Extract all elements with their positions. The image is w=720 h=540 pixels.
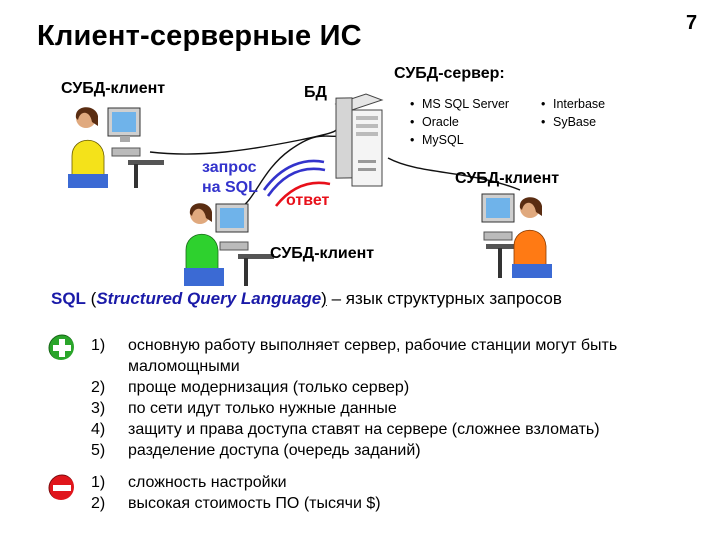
workstation-right bbox=[481, 193, 552, 278]
server-icon bbox=[334, 93, 384, 187]
list-item: 2)проще модернизация (только сервер) bbox=[91, 379, 410, 396]
workstation-top-left bbox=[68, 107, 164, 188]
client-label-top-left: СУБД-клиент bbox=[61, 80, 166, 97]
server-list-item: •MS SQL Server bbox=[410, 97, 510, 111]
pros-list: 1)основную работу выполняет сервер, рабо… bbox=[54, 335, 694, 461]
list-item: 3)по сети идут только нужные данные bbox=[91, 400, 397, 417]
minus-icon bbox=[48, 474, 74, 500]
list-item: 1)сложность настройки bbox=[91, 474, 287, 491]
request-label: запрос на SQL bbox=[202, 159, 258, 196]
list-item: 2)высокая стоимость ПО (тысячи $) bbox=[91, 495, 381, 512]
workstation-bottom bbox=[184, 203, 274, 286]
server-list-item: •Interbase bbox=[541, 97, 606, 111]
plus-icon bbox=[48, 334, 74, 360]
page-title: Клиент-серверные ИС bbox=[37, 20, 362, 52]
cable-bottom-client bbox=[239, 135, 343, 209]
server-list-left: •MS SQL Server •Oracle •MySQL bbox=[410, 95, 509, 149]
server-label: СУБД-сервер: bbox=[394, 65, 505, 82]
list-item: 5)разделение доступа (очередь заданий) bbox=[91, 442, 421, 459]
sql-definition: SQL (Structured Query Language) – язык с… bbox=[51, 289, 562, 308]
server-list-item: •MySQL bbox=[410, 133, 464, 147]
server-list-right: •Interbase •SyBase bbox=[541, 95, 605, 131]
response-arrow bbox=[274, 181, 331, 207]
response-label: ответ bbox=[286, 192, 330, 209]
list-item: 4)защиту и права доступа ставят на серве… bbox=[91, 421, 600, 438]
cons-list: 1)сложность настройки 2)высокая стоимост… bbox=[54, 472, 694, 514]
server-list-item: •SyBase bbox=[541, 115, 597, 129]
page-number: 7 bbox=[686, 12, 698, 34]
db-label: БД bbox=[304, 84, 327, 101]
client-label-bottom: СУБД-клиент bbox=[270, 245, 375, 262]
cable-top-client bbox=[149, 127, 341, 155]
server-list-item: •Oracle bbox=[410, 115, 459, 129]
request-arrow bbox=[266, 167, 326, 197]
list-item: 1)основную работу выполняет сервер, рабо… bbox=[91, 337, 618, 375]
network-diagram bbox=[68, 93, 552, 286]
cable-right-client bbox=[387, 157, 521, 191]
client-label-right: СУБД-клиент bbox=[455, 170, 560, 187]
request-arrow-2 bbox=[262, 159, 325, 191]
